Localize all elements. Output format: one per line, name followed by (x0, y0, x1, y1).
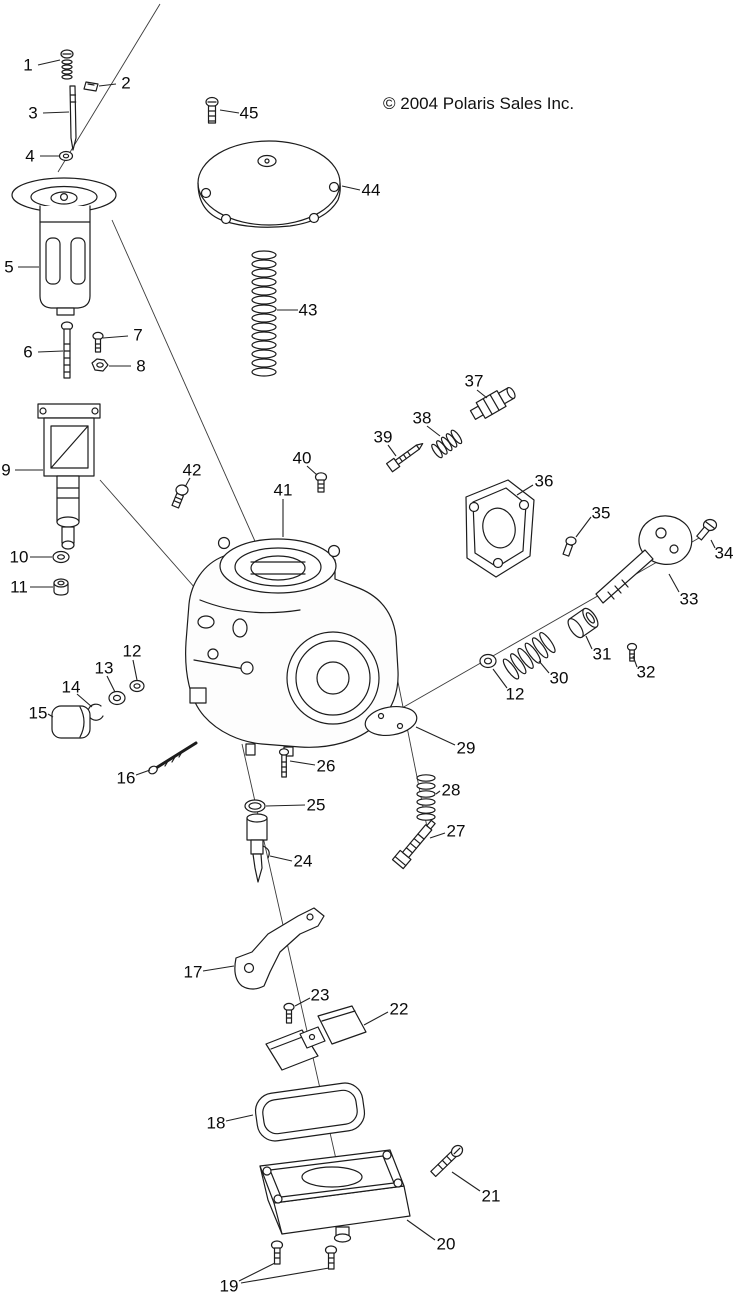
leader-line-20 (406, 1219, 436, 1241)
leader-line-31 (585, 635, 593, 650)
part-9-choke-plunger (37, 403, 101, 550)
leader-line-19 (240, 1267, 330, 1284)
leader-line-12 (492, 668, 508, 689)
part-12-washer-right (479, 653, 497, 669)
part-23-screw (283, 1002, 295, 1024)
leader-line-32 (632, 655, 638, 668)
part-38-spring (431, 429, 463, 459)
leader-line-17 (202, 965, 235, 972)
part-30-spring (502, 632, 556, 680)
part-44-diaphragm-cover (197, 140, 341, 228)
leader-line-27 (429, 832, 446, 839)
part-1-screw-spring (60, 49, 74, 80)
part-11-seat (53, 578, 69, 596)
part-13-washer (108, 690, 126, 706)
leader-line-19 (238, 1262, 276, 1282)
leader-line-28 (435, 790, 441, 795)
part-29-plate (364, 705, 418, 737)
part-31-bushing (567, 607, 599, 639)
leader-line-45 (219, 109, 240, 114)
leader-line-15 (47, 713, 54, 718)
leader-line-30 (538, 660, 550, 674)
leader-line-2 (98, 83, 117, 87)
part-36-gasket (465, 479, 535, 578)
leader-line-13 (106, 675, 116, 693)
part-41-carburetor-body (185, 536, 399, 757)
leader-line-18 (225, 1114, 254, 1122)
callout-leader-lines (15, 59, 716, 1284)
part-27-main-jet (391, 819, 436, 870)
part-7-screw (92, 331, 104, 353)
part-24-needle-valve (246, 813, 270, 883)
part-10-washer (52, 550, 70, 564)
part-40-screw (314, 472, 328, 493)
leader-line-36 (516, 484, 534, 496)
leader-line-39 (387, 444, 397, 457)
leader-line-25 (265, 804, 306, 807)
part-15-cap (51, 705, 91, 739)
part-18-bowl-gasket (254, 1082, 366, 1142)
part-3-jet-needle (69, 85, 77, 151)
leader-line-29 (415, 726, 456, 746)
part-8-nut (91, 358, 109, 372)
leader-line-6 (37, 350, 64, 353)
leader-line-23 (294, 997, 311, 1007)
part-34-screw (696, 518, 718, 541)
part-25-o-ring (244, 799, 266, 813)
part-19-screws (270, 1240, 338, 1270)
part-5-vacuum-slide (11, 177, 117, 316)
part-35-screw (562, 536, 577, 557)
part-6-screw (60, 321, 74, 379)
leader-line-35 (575, 516, 592, 538)
leader-line-42 (184, 477, 191, 488)
part-42-plug (171, 484, 189, 509)
leader-line-44 (341, 185, 361, 191)
leader-line-7 (102, 335, 129, 339)
part-45-screw (205, 96, 219, 124)
part-22-float (265, 1005, 367, 1071)
leader-line-1 (37, 59, 61, 66)
part-12-washer-left (129, 679, 145, 693)
part-28-spring (416, 774, 436, 821)
part-33-throttle-shaft (595, 515, 693, 604)
part-21-drain-screw (430, 1144, 464, 1178)
leader-line-14 (76, 693, 93, 708)
part-2-clip (83, 81, 99, 92)
part-32-screw (626, 642, 638, 662)
part-37-fitting (469, 386, 516, 420)
leader-line-38 (426, 425, 441, 437)
leader-line-3 (42, 111, 70, 114)
part-43-spring (251, 250, 277, 377)
leader-line-40 (306, 465, 318, 476)
part-39-needle-screw (385, 443, 424, 473)
part-17-bracket (234, 907, 325, 990)
leader-line-21 (451, 1171, 481, 1192)
leader-line-24 (269, 855, 293, 862)
leader-line-37 (476, 389, 488, 399)
leader-line-26 (289, 760, 316, 766)
copyright-notice: © 2004 Polaris Sales Inc. (383, 94, 575, 113)
leader-line-22 (363, 1011, 389, 1026)
leader-line-12 (132, 659, 138, 681)
leader-line-34 (710, 539, 716, 549)
part-26-screw (278, 748, 290, 778)
part-16-screw (148, 741, 198, 775)
part-20-float-bowl (259, 1149, 411, 1243)
leader-line-33 (668, 573, 680, 593)
part-4-washer (58, 150, 74, 162)
leader-line-16 (135, 769, 151, 776)
